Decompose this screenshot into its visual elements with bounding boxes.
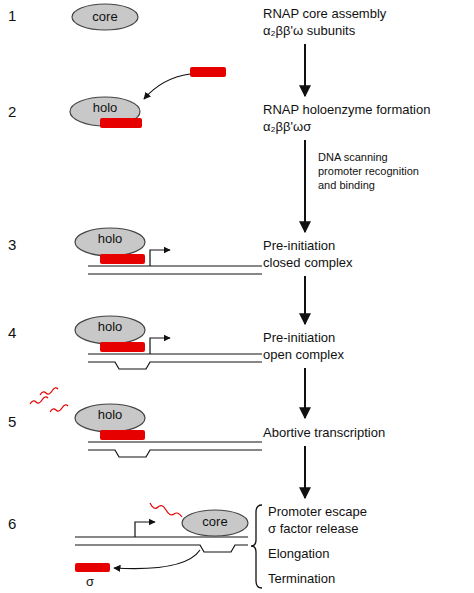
step-number: 6 [8, 514, 28, 534]
ellipse-shape [75, 228, 145, 256]
rnap-ellipse: holo [74, 315, 146, 345]
process-note: DNA scanning promoter recognition and bi… [318, 150, 426, 192]
release-arrow [114, 550, 200, 569]
ellipse-shape [75, 404, 145, 432]
dna-strand [88, 353, 262, 354]
rnap-ellipse: core [71, 3, 139, 31]
abortive-rna [30, 397, 48, 404]
step-description: Promoter escape σ factor release [268, 503, 373, 537]
abortive-rna [50, 405, 68, 412]
sigma-label: σ [86, 573, 106, 590]
promoter-arrow [150, 250, 170, 266]
dna-strand [88, 441, 262, 442]
node-label: holo [98, 407, 123, 429]
sigma-bars [75, 67, 226, 572]
binding-arrow [144, 74, 190, 99]
node-label: core [92, 9, 117, 26]
step-description: Termination [268, 570, 418, 587]
step-arrow [304, 446, 306, 498]
step-description: Pre-initiation closed complex [263, 237, 363, 271]
dna-bubble [75, 545, 248, 552]
ellipse-shape [75, 316, 145, 344]
sigma-bar [75, 563, 110, 572]
node-label: holo [98, 319, 123, 341]
dna-strand [88, 265, 262, 266]
sigma-bar [100, 342, 145, 352]
promoter-arrow [135, 522, 155, 537]
nascent-rna [150, 503, 182, 517]
step-number: 3 [8, 235, 28, 255]
sigma-bar [100, 118, 142, 128]
step-description: Abortive transcription [263, 424, 463, 441]
step-arrow [304, 140, 306, 232]
step-number: 2 [8, 102, 28, 122]
sigma-bar [100, 430, 145, 440]
step-arrow [304, 44, 306, 96]
step-description: Pre-initiation open complex [263, 329, 363, 363]
dna-strands [75, 266, 262, 552]
dna-strand [88, 273, 262, 274]
dna-strand [75, 536, 248, 537]
node-label: holo [93, 100, 118, 123]
ellipse-shape [72, 4, 138, 30]
step-description: Elongation [268, 545, 418, 562]
step-arrow [304, 276, 306, 324]
ellipse-shape [70, 97, 140, 126]
rnap-ellipse: core [181, 509, 249, 537]
rnap-ellipse: holo [74, 403, 146, 433]
step-arrow [304, 368, 306, 418]
step-number: 1 [8, 6, 28, 26]
sigma-bar [190, 67, 226, 77]
step-number: 4 [8, 323, 28, 343]
step-description: RNAP holoenzyme formation α₂ββ'ωσ [263, 101, 463, 135]
node-label: holo [98, 231, 123, 253]
abortive-rna [40, 388, 58, 395]
step-number: 5 [8, 412, 28, 432]
sigma-bar [100, 254, 145, 264]
ellipse-shape [182, 510, 248, 536]
dna-bubble [88, 362, 262, 369]
bracket [251, 505, 262, 588]
step-description: RNAP core assembly α₂ββ'ω subunits [263, 5, 403, 39]
rnap-ellipse: holo [74, 227, 146, 257]
rna-transcripts [30, 388, 182, 517]
promoter-arrow [150, 338, 170, 354]
dna-bubble [88, 450, 262, 457]
rnap-ellipse: holo [69, 96, 141, 127]
node-label: core [202, 514, 227, 533]
